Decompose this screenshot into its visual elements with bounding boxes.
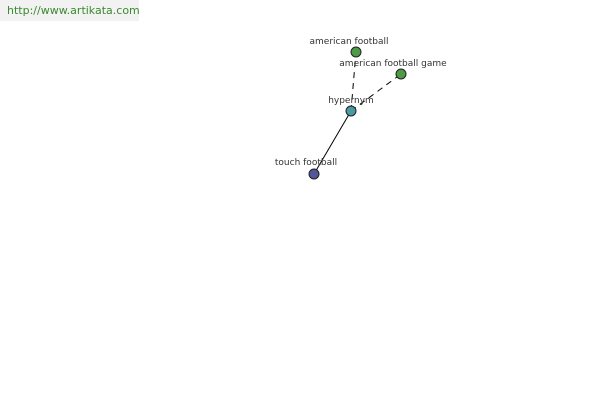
node-american-football-game[interactable]: american football game [339,59,447,80]
edge-hypernym-to-american-football [350,51,357,112]
node-dot-american-football[interactable] [350,46,362,58]
node-label-american-football: american football [310,37,389,47]
node-dot-american-football-game[interactable] [395,68,407,80]
node-label-touch-football: touch football [275,158,337,168]
node-label-hypernym: hypernym [328,96,374,106]
source-url-link[interactable]: http://www.artikata.com [0,0,140,21]
node-american-football[interactable]: american football [310,37,389,58]
node-touch-football[interactable]: touch football [275,158,337,180]
node-dot-hypernym[interactable] [345,105,357,117]
node-dot-touch-football[interactable] [308,168,320,180]
edge-touch-football-to-hypernym [313,110,352,175]
node-label-american-football-game: american football game [339,59,447,69]
node-hypernym[interactable]: hypernym [328,96,374,117]
